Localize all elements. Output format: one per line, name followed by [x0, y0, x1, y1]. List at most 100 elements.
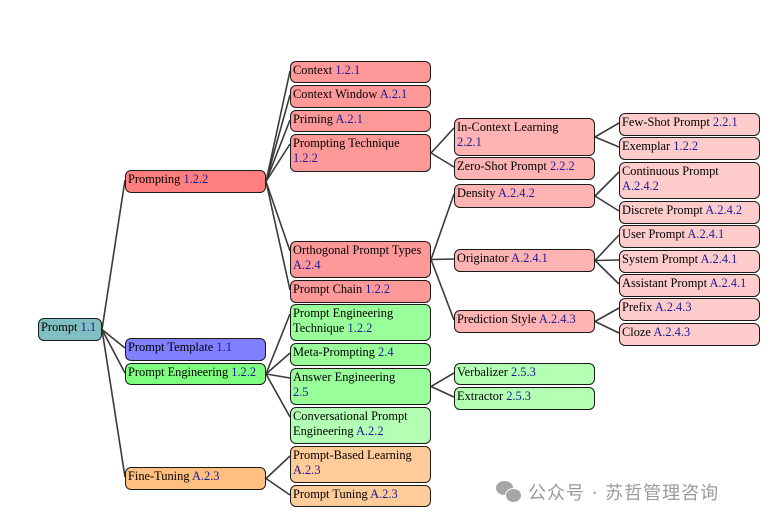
node-ref: 2.5.3	[511, 365, 536, 379]
node-label: In-Context Learning	[457, 120, 559, 134]
node-ref: 1.1	[80, 320, 97, 334]
node-label: Prompt Template	[128, 340, 214, 354]
node-label: Prefix	[622, 300, 653, 314]
node-ref: A.2.4.2	[622, 179, 659, 193]
node-extractor: Extractor 2.5.3	[454, 387, 595, 410]
node-label: Conversational Prompt Engineering	[293, 409, 408, 438]
node-fine-tuning: Fine-Tuning A.2.3	[125, 467, 266, 490]
node-conversational-prompt-engineering: Conversational Prompt Engineering A.2.2	[290, 407, 431, 444]
node-ref: 2.4	[378, 345, 394, 359]
node-zero-shot-prompt: Zero-Shot Prompt 2.2.2	[454, 157, 595, 180]
node-exemplar: Exemplar 1.2.2	[619, 137, 760, 160]
node-label: Few-Shot Prompt	[622, 115, 710, 129]
node-label: Context	[293, 63, 333, 77]
edge-prompt-engineering-to-conversational-prompt-engineering	[265, 373, 291, 418]
node-prompting: Prompting 1.2.2	[125, 170, 266, 193]
edge-prompt-engineering-to-answer-engineering	[265, 373, 291, 379]
edge-orthogonal-prompt-types-to-density	[430, 193, 455, 260]
edge-fine-tuning-to-prompt-based-learning	[265, 455, 291, 480]
node-label: Prompt-Based Learning	[293, 448, 412, 462]
edge-in-context-learning-to-exemplar	[594, 136, 620, 148]
node-ref: 1.2.2	[347, 321, 373, 335]
node-label: System Prompt	[622, 252, 699, 266]
node-ref: 1.2.2	[365, 282, 391, 296]
node-system-prompt: System Prompt A.2.4.1	[619, 250, 760, 273]
node-ref: A.2.4	[293, 258, 321, 272]
node-label: Discrete Prompt	[622, 203, 703, 217]
node-context: Context 1.2.1	[290, 61, 431, 83]
edge-prompting-to-prompting-technique	[265, 143, 291, 182]
node-ref: 2.5.3	[506, 389, 531, 403]
node-user-prompt: User Prompt A.2.4.1	[619, 225, 760, 248]
node-ref: 2.5	[293, 385, 309, 399]
node-label: Cloze	[622, 325, 651, 339]
node-ref: A.2.4.3	[654, 300, 692, 314]
edge-density-to-discrete-prompt	[594, 195, 620, 212]
node-verbalizer: Verbalizer 2.5.3	[454, 363, 595, 385]
edge-orthogonal-prompt-types-to-prediction-style	[430, 259, 455, 321]
edge-orthogonal-prompt-types-to-originator	[430, 258, 455, 261]
edge-in-context-learning-to-few-shot-prompt	[594, 122, 620, 138]
edge-prediction-style-to-prefix	[594, 307, 620, 323]
node-label: Orthogonal Prompt Types	[293, 243, 422, 257]
node-ref: A.2.4.1	[511, 251, 548, 265]
node-ref: A.2.4.2	[497, 186, 535, 200]
node-ref: A.2.3	[370, 487, 398, 501]
edge-prompt-to-prompting	[101, 179, 126, 330]
node-label: Prompt Tuning	[293, 487, 368, 501]
edge-prompting-to-context	[265, 70, 291, 182]
watermark: 公众号 · 苏哲管理咨询	[496, 479, 719, 505]
node-label: User Prompt	[622, 227, 685, 241]
edge-prompting-to-priming	[265, 119, 291, 182]
edge-prompt-engineering-to-meta-prompting	[265, 352, 291, 375]
node-label: Prompt	[41, 320, 78, 334]
node-prompt-based-learning: Prompt-Based Learning A.2.3	[290, 446, 431, 483]
node-discrete-prompt: Discrete Prompt A.2.4.2	[619, 201, 760, 224]
node-ref: A.2.4.1	[687, 227, 725, 241]
node-priming: Priming A.2.1	[290, 110, 431, 132]
node-label: Continuous Prompt	[622, 164, 719, 178]
edge-prompting-to-context-window	[265, 94, 291, 182]
node-label: Prompting	[128, 172, 181, 186]
node-ref: A.2.4.3	[653, 325, 691, 339]
node-prompt-chain: Prompt Chain 1.2.2	[290, 280, 431, 303]
edge-prompt-engineering-to-prompt-engineering-technique	[265, 313, 291, 375]
node-label: Prompting Technique	[293, 136, 400, 150]
edge-originator-to-assistant-prompt	[594, 259, 620, 285]
watermark-text: 公众号 · 苏哲管理咨询	[528, 483, 720, 504]
node-ref: A.2.4.1	[709, 276, 747, 290]
edge-prompt-to-prompt-engineering	[101, 329, 126, 374]
node-cloze: Cloze A.2.4.3	[619, 323, 760, 346]
node-assistant-prompt: Assistant Prompt A.2.4.1	[619, 274, 760, 297]
edge-prompting-to-orthogonal-prompt-types	[265, 181, 291, 252]
node-ref: A.2.4.1	[700, 252, 738, 266]
node-originator: Originator A.2.4.1	[454, 249, 595, 272]
node-label: Answer Engineering	[293, 370, 396, 384]
node-prompt-engineering: Prompt Engineering 1.2.2	[125, 363, 266, 385]
edge-prompting-technique-to-zero-shot-prompt	[430, 152, 455, 168]
node-ref: A.2.1	[335, 112, 363, 126]
edge-prompting-technique-to-in-context-learning	[430, 127, 455, 154]
node-ref: A.2.1	[379, 87, 408, 101]
node-ref: 1.2.2	[673, 139, 699, 153]
node-ref: 1.2.1	[335, 63, 361, 77]
node-ref: A.2.4.3	[538, 312, 576, 326]
node-ref: A.2.3	[191, 469, 220, 483]
node-ref: A.2.3	[293, 463, 321, 477]
node-prediction-style: Prediction Style A.2.4.3	[454, 310, 595, 333]
edge-prompt-to-prompt-template	[101, 328, 126, 349]
node-label: Assistant Prompt	[622, 276, 708, 290]
edge-density-to-continuous-prompt	[594, 171, 620, 197]
edge-prompting-to-prompt-chain	[265, 181, 291, 291]
node-label: Originator	[457, 251, 509, 265]
edge-answer-engineering-to-verbalizer	[430, 372, 455, 388]
node-density: Density A.2.4.2	[454, 184, 595, 208]
node-ref: 1.1	[216, 340, 232, 354]
node-ref: 1.2.2	[231, 365, 257, 379]
node-prompt-tuning: Prompt Tuning A.2.3	[290, 485, 431, 507]
node-label: Exemplar	[622, 139, 671, 153]
edge-prediction-style-to-cloze	[594, 320, 620, 334]
